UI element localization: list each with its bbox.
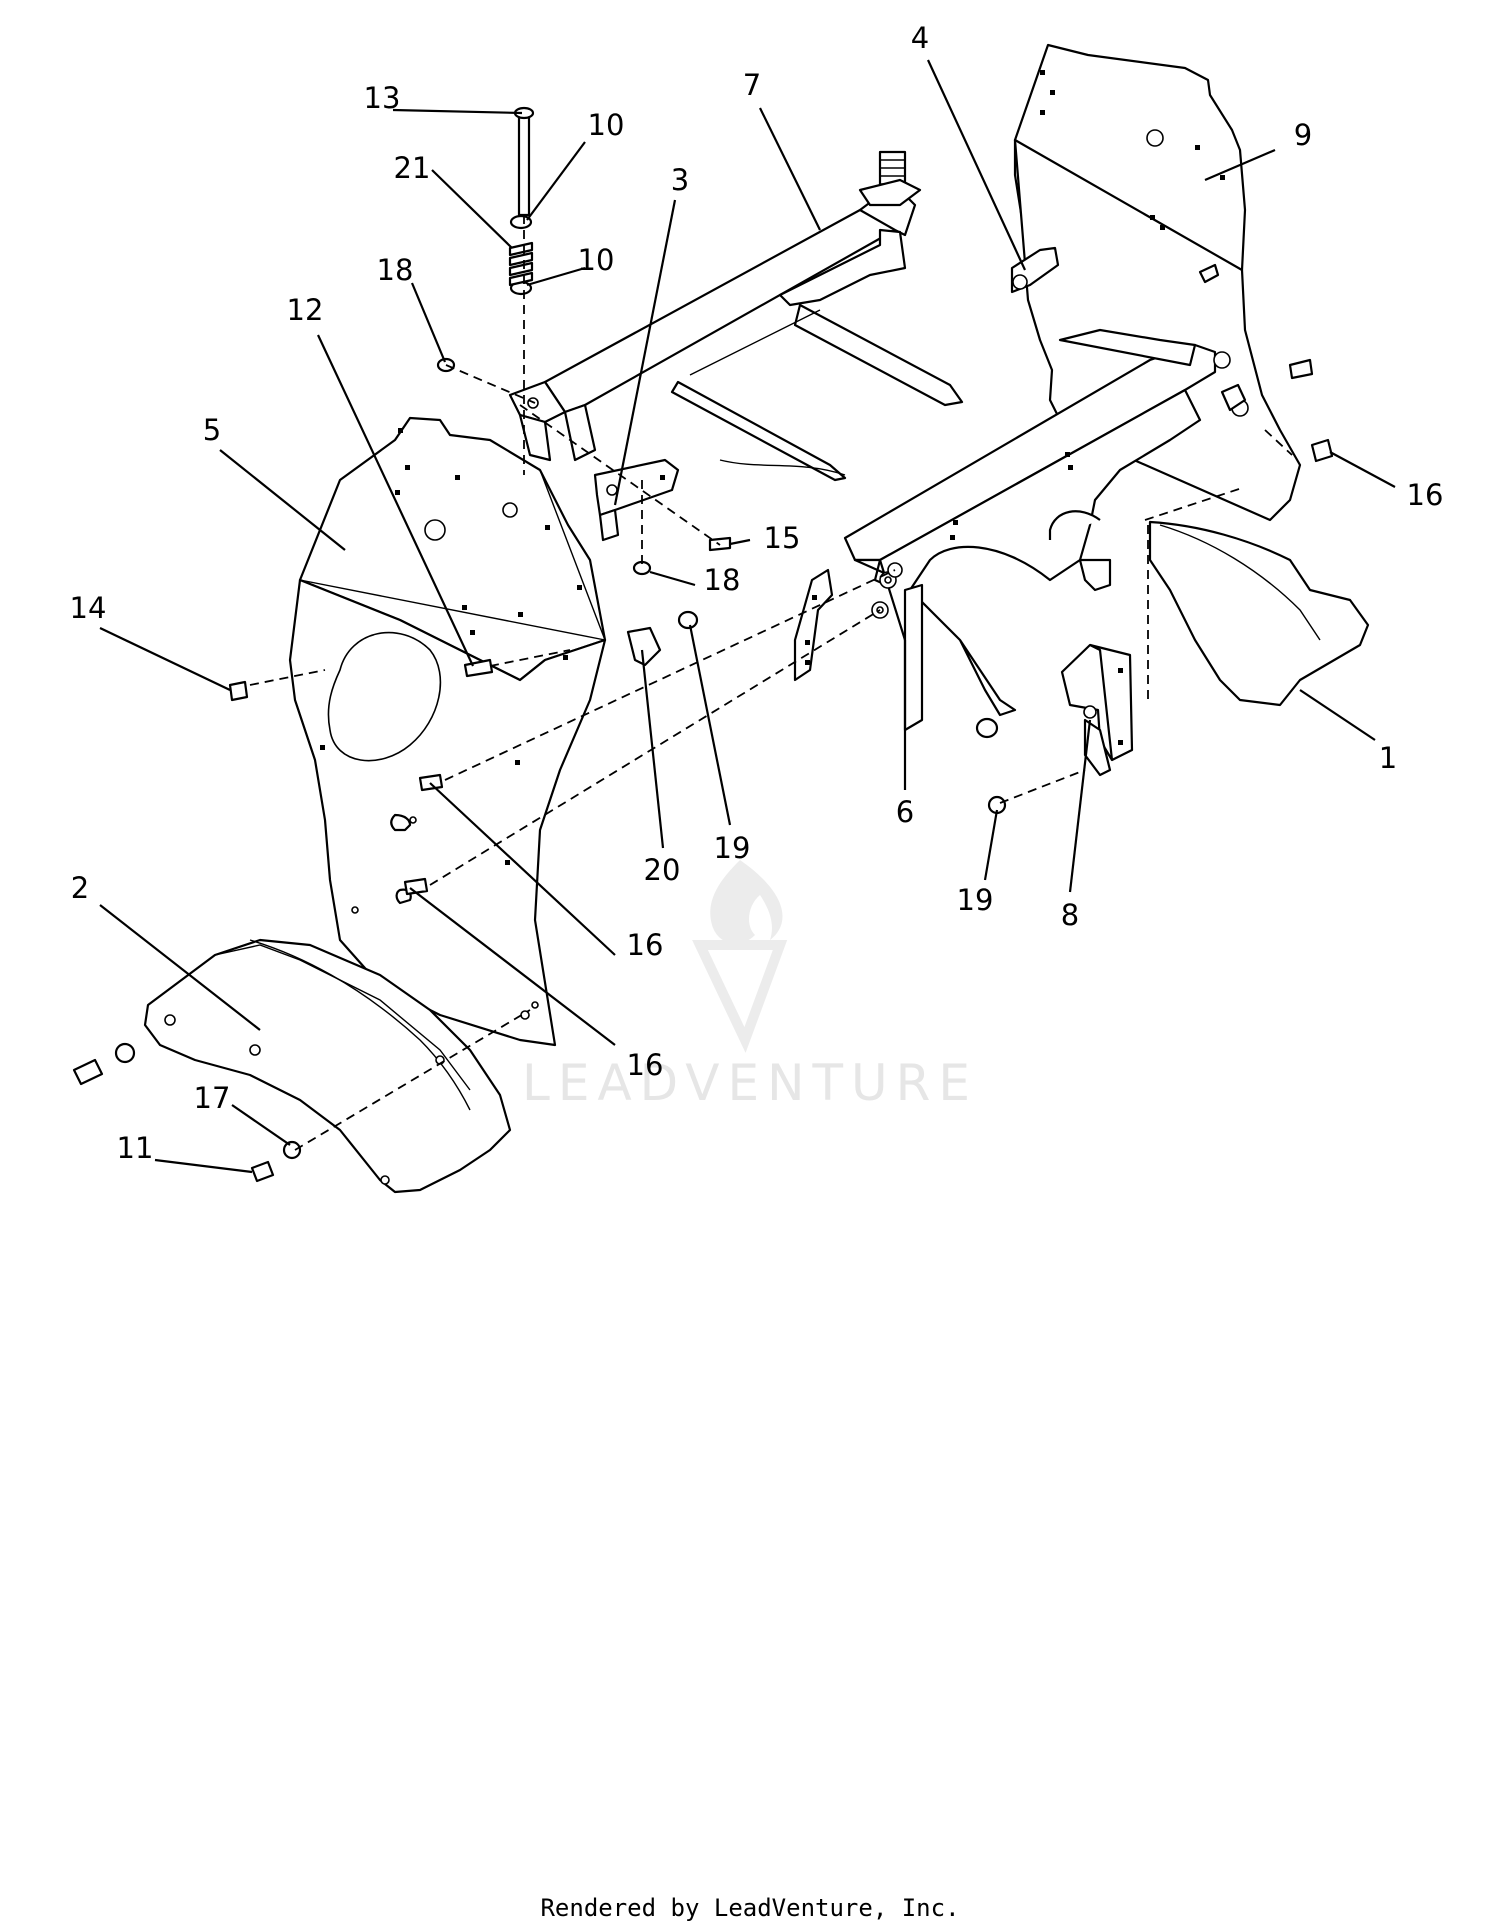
hardware xyxy=(72,106,1334,1183)
callout-14: 14 xyxy=(70,591,107,625)
callout-6: 6 xyxy=(896,795,914,829)
callout-10-upper: 10 xyxy=(588,108,625,142)
part-1-right-fender xyxy=(1148,520,1370,707)
callout-10-lower: 10 xyxy=(578,243,615,277)
callout-16-a: 16 xyxy=(627,928,664,962)
part-8-bracket xyxy=(1060,643,1134,777)
callout-19-lower: 19 xyxy=(957,883,994,917)
part-2-left-fender xyxy=(143,938,530,1194)
callout-12: 12 xyxy=(287,293,324,327)
callout-2: 2 xyxy=(71,871,89,905)
callout-7: 7 xyxy=(743,68,761,102)
callout-5: 5 xyxy=(203,413,221,447)
callout-20: 20 xyxy=(644,853,681,887)
part-13-pin xyxy=(517,113,531,217)
leader-lines xyxy=(99,59,1396,1174)
watermark-text: LEADVENTURE xyxy=(522,1054,978,1112)
nut xyxy=(975,717,999,739)
footer-credit: Rendered by LeadVenture, Inc. xyxy=(540,1894,960,1922)
part-4-latch xyxy=(1010,246,1060,294)
part-11-bolt xyxy=(250,1160,275,1183)
part-17-washer xyxy=(282,1140,302,1160)
callouts: 1 2 3 4 5 6 7 8 9 10 10 11 12 13 14 15 1… xyxy=(70,21,1444,1165)
callout-4: 4 xyxy=(911,21,929,55)
callout-19-upper: 19 xyxy=(714,831,751,865)
bolt xyxy=(1288,358,1314,380)
washer-left xyxy=(114,1042,136,1064)
callout-18-upper: 18 xyxy=(377,253,414,287)
part-6-main-frame xyxy=(793,328,1249,732)
callout-11: 11 xyxy=(117,1131,154,1165)
part-16-bolt-c xyxy=(1310,438,1334,463)
callout-1: 1 xyxy=(1379,741,1397,775)
callout-13: 13 xyxy=(364,81,401,115)
callout-21: 21 xyxy=(394,151,431,185)
part-21-spring xyxy=(508,241,534,287)
callout-16-b: 16 xyxy=(627,1048,664,1082)
leadventure-watermark: LEADVENTURE xyxy=(522,860,978,1112)
callout-16-c: 16 xyxy=(1407,478,1444,512)
part-20-clip xyxy=(626,626,662,667)
part-19-nut-upper xyxy=(677,610,699,630)
part-14-bolt xyxy=(228,680,249,702)
part-3-bracket xyxy=(593,458,680,542)
part-7-cross-member xyxy=(508,150,964,482)
callout-17: 17 xyxy=(194,1081,231,1115)
callout-3: 3 xyxy=(671,163,689,197)
part-5-left-panel xyxy=(288,416,607,1047)
callout-9: 9 xyxy=(1294,118,1312,152)
callout-15: 15 xyxy=(764,521,801,555)
bolt-left xyxy=(72,1058,104,1086)
callout-18-lower: 18 xyxy=(704,563,741,597)
part-16-bolt-b xyxy=(403,877,429,896)
callout-8: 8 xyxy=(1061,898,1079,932)
part-10-washer-upper xyxy=(509,214,533,230)
